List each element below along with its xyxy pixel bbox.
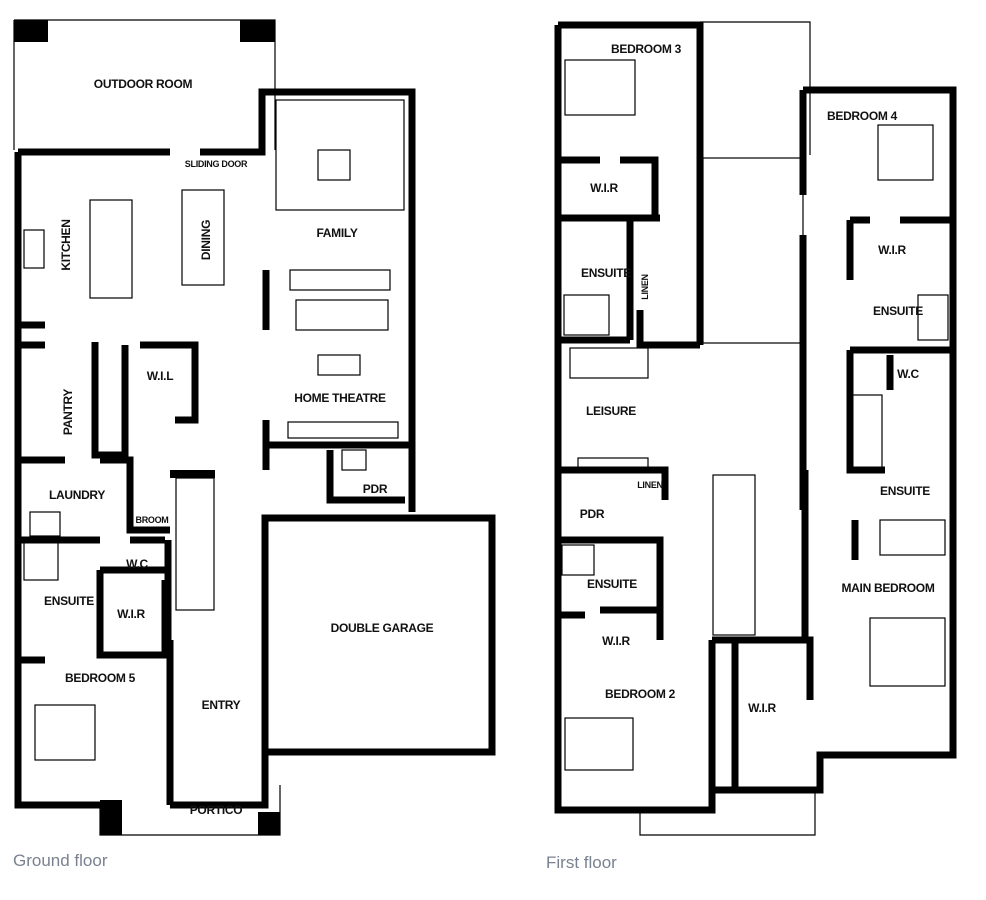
room-label-outdoor-room: OUTDOOR ROOM	[94, 77, 193, 91]
room-label-family: FAMILY	[316, 226, 357, 240]
room-label-kitchen: KITCHEN	[59, 219, 73, 270]
room-label-pdr: PDR	[580, 507, 605, 521]
first-floor-plan	[554, 21, 957, 836]
room-label-main-bedroom: MAIN BEDROOM	[841, 581, 934, 595]
room-label-ensuite: ENSUITE	[581, 266, 631, 280]
room-label-wir: W.I.R	[878, 243, 906, 257]
room-label-laundry: LAUNDRY	[49, 488, 105, 502]
ground-floor-caption: Ground floor	[13, 851, 108, 870]
room-label-ensuite: ENSUITE	[44, 594, 94, 608]
room-label-portico: PORTICO	[190, 803, 243, 817]
room-label-wir: W.I.R	[590, 181, 618, 195]
room-label-ensuite: ENSUITE	[873, 304, 923, 318]
room-label-bedroom-3: BEDROOM 3	[611, 42, 682, 56]
room-label-ensuite: ENSUITE	[880, 484, 930, 498]
room-label-wir: W.I.R	[602, 634, 630, 648]
room-label-wil: W.I.L	[147, 369, 174, 383]
room-label-wc: W.C	[897, 367, 919, 381]
room-label-entry: ENTRY	[202, 698, 241, 712]
room-label-bedroom-4: BEDROOM 4	[827, 109, 898, 123]
room-label-wir: W.I.R	[117, 607, 145, 621]
room-label-pdr: PDR	[363, 482, 388, 496]
room-label-home-theatre: HOME THEATRE	[294, 391, 386, 405]
first-floor-caption: First floor	[546, 853, 617, 872]
room-label-wir: W.I.R	[748, 701, 776, 715]
label-sliding-door: SLIDING DOOR	[185, 159, 248, 169]
room-label-double-garage: DOUBLE GARAGE	[331, 621, 434, 635]
room-label-ensuite: ENSUITE	[587, 577, 637, 591]
room-label-linen: LINEN	[637, 480, 663, 490]
room-label-bedroom-2: BEDROOM 2	[605, 687, 676, 701]
room-label-wc: W.C	[126, 557, 148, 571]
room-label-bedroom-5: BEDROOM 5	[65, 671, 136, 685]
room-label-linen: LINEN	[640, 274, 650, 300]
room-label-dining: DINING	[199, 220, 213, 260]
ground-floor-plan	[13, 19, 496, 836]
room-label-pantry: PANTRY	[61, 389, 75, 435]
room-label-leisure: LEISURE	[586, 404, 636, 418]
room-label-broom: BROOM	[136, 515, 169, 525]
